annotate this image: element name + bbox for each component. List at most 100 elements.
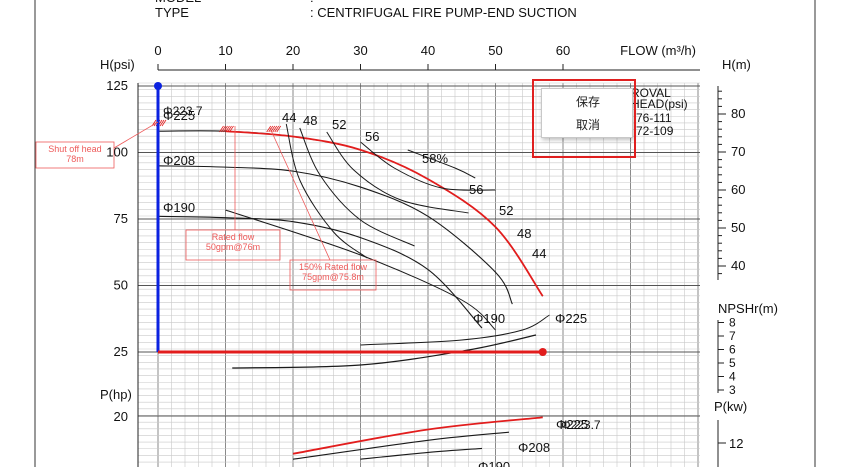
context-menu-cancel[interactable]: 取消: [576, 118, 601, 132]
efficiency-label-2: 52: [332, 117, 346, 132]
power-axis-left-title: P(hp): [100, 387, 132, 402]
context-menu: 保存 取消: [541, 88, 633, 138]
y-right-tick-label: 70: [731, 144, 745, 159]
type-value: : CENTRIFUGAL FIRE PUMP-END SUCTION: [310, 5, 577, 20]
approval-text-3: 72-109: [636, 124, 674, 138]
y-left-tick-label: 100: [106, 145, 128, 160]
y-right-tick-label: 50: [731, 220, 745, 235]
annotation-text-2-1: 75gpm@75.8m: [302, 272, 364, 282]
power-label-223: Φ223.7: [561, 418, 601, 432]
curve-label-190: Φ190: [163, 200, 195, 215]
x-axis-title: FLOW (m³/h): [620, 43, 696, 58]
y-right-tick-label: 40: [731, 258, 745, 273]
type-label: TYPE: [155, 5, 189, 20]
x-tick-label: 50: [488, 43, 502, 58]
x-tick-label: 30: [353, 43, 367, 58]
annotation-box-0: [35, 141, 115, 169]
x-tick-label: 10: [218, 43, 232, 58]
approval-text-2: 76-111: [636, 111, 672, 125]
x-tick-label: 0: [154, 43, 161, 58]
npsh-tick-label: 3: [729, 383, 736, 397]
x-tick-label: 60: [556, 43, 570, 58]
y-axis-left-title: H(psi): [100, 57, 135, 72]
efficiency-label-7: 48: [517, 226, 531, 241]
annotation-leader-0: [113, 121, 159, 149]
efficiency-curve-1: [299, 127, 415, 247]
efficiency-label-1: 48: [303, 113, 317, 128]
efficiency-label-0: 44: [282, 110, 296, 125]
y-left-tick-label: 75: [114, 211, 128, 226]
hatch-mark: [227, 125, 232, 133]
annotation-text-0-1: 78m: [66, 154, 84, 164]
annotation-box-2: [289, 259, 377, 291]
power-curve-1: [292, 431, 510, 460]
highlight-top-point: [154, 82, 162, 90]
efficiency-label-3: 56: [365, 129, 379, 144]
power-curve-0: [292, 416, 543, 455]
approval-text-1: HEAD(psi): [631, 97, 688, 111]
approval-text-0: ROVAL: [631, 86, 671, 100]
curve-label-225-end: Φ225: [555, 311, 587, 326]
model-label: MODEL: [155, 0, 201, 5]
hatch-mark: [159, 119, 165, 127]
power-curve-2: [360, 447, 483, 460]
hatch-mark: [223, 125, 228, 133]
npsh-tick-label: 4: [729, 370, 736, 384]
outer-curve-b: [360, 314, 550, 346]
power-right-tick-label: 12: [729, 436, 743, 451]
npsh-tick-label: 8: [729, 316, 736, 330]
y-right-tick-label: 60: [731, 182, 745, 197]
annotation-text-2-0: 150% Rated flow: [299, 262, 368, 272]
hatch-mark: [229, 125, 234, 133]
context-menu-save[interactable]: 保存: [576, 95, 601, 109]
hq-curve-2: [157, 215, 483, 329]
efficiency-curve-4: [407, 149, 476, 179]
annotation-text-1-1: 50gpm@76m: [206, 242, 260, 252]
curve-label-208: Φ208: [163, 153, 195, 168]
efficiency-curve-3: [360, 141, 496, 191]
hatch-mark: [161, 119, 167, 127]
efficiency-label-6: 52: [499, 203, 513, 218]
npsh-tick-label: 6: [729, 343, 736, 357]
efficiency-label-8: 44: [532, 246, 546, 261]
curve-label-190-end: Φ190: [473, 311, 505, 326]
efficiency-label-4: 58%: [422, 151, 448, 166]
npsh-tick-label: 5: [729, 356, 736, 370]
hatch-mark: [225, 125, 230, 133]
power-left-tick-label: 20: [114, 409, 128, 424]
npsh-axis-title: NPSHr(m): [718, 301, 778, 316]
hatch-mark: [221, 125, 226, 133]
efficiency-curve-0: [285, 123, 368, 259]
efficiency-label-5: 56: [469, 182, 483, 197]
efficiency-curve-2: [326, 131, 469, 214]
x-tick-label: 40: [421, 43, 435, 58]
x-tick-label: 20: [286, 43, 300, 58]
curve-label-223: Φ223.7: [163, 104, 203, 118]
y-left-tick-label: 25: [114, 344, 128, 359]
curve-label-225: Φ225: [163, 108, 195, 123]
model-colon: :: [310, 0, 314, 5]
npsh-tick-label: 7: [729, 329, 736, 343]
outer-curve-a: [225, 209, 496, 331]
power-label-225: Φ225: [556, 417, 588, 432]
power-axis-right-title: P(kw): [714, 399, 747, 414]
highlight-end-point: [538, 348, 547, 356]
y-right-tick-label: 80: [731, 106, 745, 121]
power-label-190: Φ190: [478, 459, 510, 467]
y-left-tick-label: 50: [114, 278, 128, 293]
y-left-tick-label: 125: [106, 78, 128, 93]
hatch-mark: [274, 125, 280, 133]
annotation-box-1: [185, 229, 281, 261]
annotation-text-1-0: Rated flow: [212, 232, 255, 242]
hatch-mark: [276, 125, 282, 133]
hatch-mark: [266, 125, 272, 133]
npsh-curve: [232, 334, 537, 369]
y-axis-right-title: H(m): [722, 57, 751, 72]
annotation-text-0-0: Shut off head: [48, 144, 101, 154]
hatch-mark: [219, 125, 224, 133]
hatch-mark: [272, 125, 278, 133]
power-label-208: Φ208: [518, 440, 550, 455]
annotation-leader-2: [269, 127, 331, 261]
